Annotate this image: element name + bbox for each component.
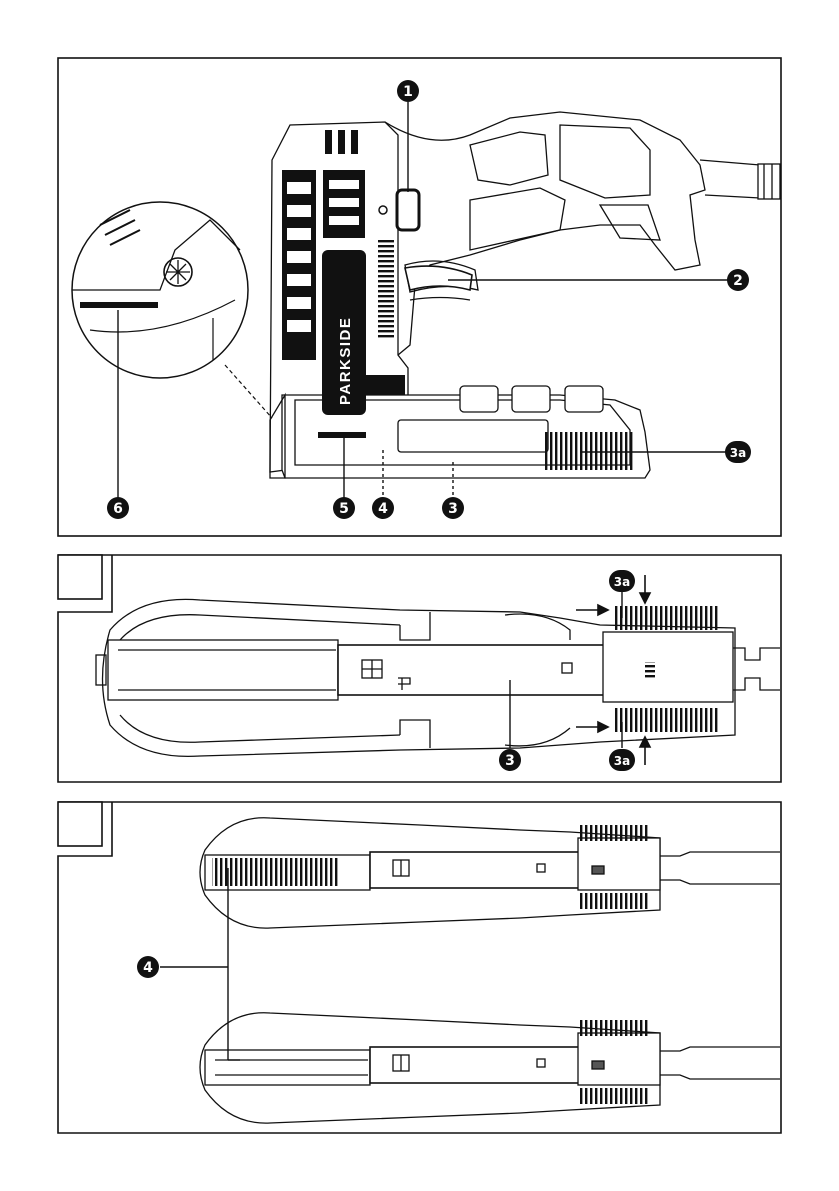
marker-5: 5 xyxy=(333,497,355,519)
marker-3a-b-top: 3a xyxy=(609,570,635,592)
power-switch xyxy=(397,190,419,230)
panel-loading-view: 4 xyxy=(58,802,781,1133)
marker-3a-b-bottom: 3a xyxy=(609,749,635,771)
marker-4: 4 xyxy=(372,497,394,519)
staple-window xyxy=(318,432,366,438)
svg-text:3: 3 xyxy=(448,501,458,517)
release-ribs-bottom xyxy=(615,708,720,732)
marker-1: 1 xyxy=(397,80,419,102)
svg-text:3a: 3a xyxy=(614,754,630,768)
brand-label: PARKSIDE xyxy=(337,317,354,405)
staple-strip xyxy=(212,858,340,886)
marker-3-b: 3 xyxy=(499,749,521,771)
svg-text:3a: 3a xyxy=(730,446,746,460)
marker-3: 3 xyxy=(442,497,464,519)
panel-c-label-box xyxy=(58,802,102,846)
svg-text:2: 2 xyxy=(733,273,743,289)
panel-side-view: PARKSIDE xyxy=(58,58,781,536)
svg-text:3a: 3a xyxy=(614,575,630,589)
svg-text:3: 3 xyxy=(505,753,515,769)
panel-bottom-view: 3a 3 3a xyxy=(58,555,781,782)
svg-text:5: 5 xyxy=(339,501,349,517)
release-ribs-top xyxy=(615,606,720,630)
marker-4-c: 4 xyxy=(137,956,159,978)
marker-6: 6 xyxy=(107,497,129,519)
brand-plate: PARKSIDE xyxy=(322,250,366,415)
svg-text:4: 4 xyxy=(143,960,153,976)
svg-text:4: 4 xyxy=(378,501,388,517)
marker-2: 2 xyxy=(727,269,749,291)
svg-text:6: 6 xyxy=(113,501,123,517)
svg-text:1: 1 xyxy=(403,84,413,100)
marker-3a: 3a xyxy=(725,441,751,463)
panel-b-label-box xyxy=(58,555,102,599)
